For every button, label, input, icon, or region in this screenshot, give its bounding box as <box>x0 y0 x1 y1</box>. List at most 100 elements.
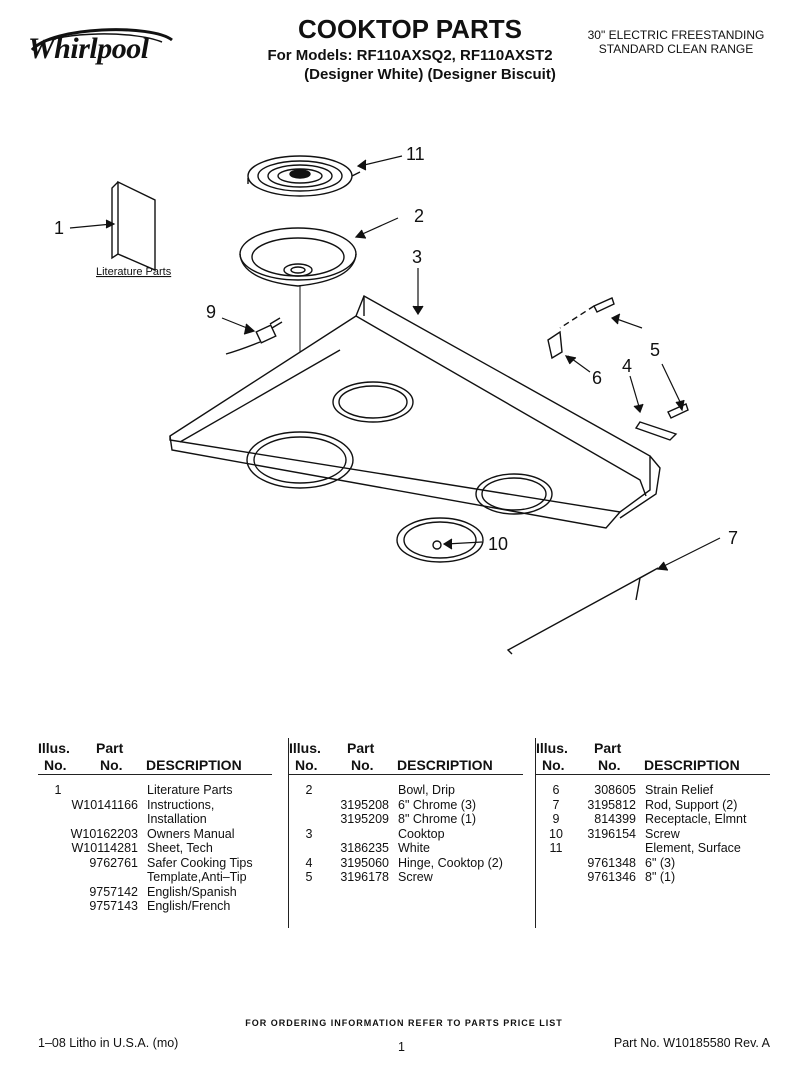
header-description: DESCRIPTION <box>397 757 493 773</box>
description: 6" Chrome (3) <box>398 797 477 812</box>
description: Rod, Support (2) <box>645 797 738 812</box>
description: 6" (3) <box>645 855 676 870</box>
litho-info: 1–08 Litho in U.S.A. (mo) <box>38 1036 179 1050</box>
illus-no: 7 <box>552 797 560 812</box>
part-no: 3195060 <box>340 855 389 870</box>
description: English/Spanish <box>147 884 237 899</box>
table-row: Template,Anti–Tip <box>38 870 272 885</box>
part-no: 3196154 <box>587 826 636 841</box>
part-no: 3186235 <box>340 841 389 855</box>
description: Template,Anti–Tip <box>147 870 247 884</box>
drip-bowl <box>239 227 357 287</box>
header-part-no: No. <box>598 757 621 773</box>
illus-no: 6 <box>552 783 560 797</box>
header-illus-no: No. <box>542 757 565 773</box>
illus-no: 11 <box>549 841 563 855</box>
callout-7: 7 <box>728 528 738 548</box>
page-title: COOKTOP PARTS <box>298 14 522 44</box>
header-part-no: No. <box>100 757 123 773</box>
description: Screw <box>398 870 433 884</box>
header-illus-no: No. <box>44 757 67 773</box>
support-rod <box>506 567 659 655</box>
callout-2: 2 <box>414 206 424 226</box>
illus-no: 10 <box>549 826 563 841</box>
part-no: 3196178 <box>340 870 389 884</box>
header-part: Part <box>347 740 375 756</box>
callout-11: 11 <box>406 144 425 164</box>
table-row: W10141166 Instructions, <box>38 798 272 813</box>
table-header: Illus. No. Part No. DESCRIPTION <box>536 738 770 775</box>
part-no: 9762761 <box>89 855 138 870</box>
page-number: 1 <box>398 1040 405 1054</box>
literature-parts-label: Literature Parts <box>96 266 172 278</box>
callout-1: 1 <box>54 218 64 238</box>
description: 8" (1) <box>645 870 676 884</box>
description: Instructions, <box>147 797 215 812</box>
strain-relief <box>547 330 563 360</box>
header-part: Part <box>594 740 622 756</box>
description: Owners Manual <box>147 826 235 841</box>
part-no: W10141166 <box>71 797 139 812</box>
description: Installation <box>147 812 207 826</box>
cooktop-exploded-diagram: 1 11 2 3 9 5 6 4 7 10 Literature Parts <box>54 144 738 655</box>
description: Receptacle, Elmnt <box>645 812 747 826</box>
header-part-no: No. <box>351 757 374 773</box>
cooktop-hinge <box>634 421 678 441</box>
header-illus: Illus. <box>536 740 568 756</box>
part-no: 9761346 <box>587 870 636 884</box>
illus-no: 3 <box>305 826 313 841</box>
ordering-note: FOR ORDERING INFORMATION REFER TO PARTS … <box>245 1018 563 1028</box>
table-row: 9761346 8" (1) <box>536 870 770 885</box>
description: Cooktop <box>398 826 445 841</box>
table-row: 9762761 Safer Cooking Tips <box>38 856 272 871</box>
part-no: 3195812 <box>587 797 636 812</box>
table-row: 9757143 English/French <box>38 899 272 914</box>
cooktop-body <box>169 294 661 563</box>
illus-no: 2 <box>305 783 313 797</box>
header-description: DESCRIPTION <box>146 757 242 773</box>
callout-10: 10 <box>488 534 508 554</box>
description: Element, Surface <box>645 841 741 855</box>
header-part: Part <box>96 740 124 756</box>
illus-no: 4 <box>305 855 313 870</box>
description: Strain Relief <box>645 783 714 797</box>
part-no: 9757143 <box>89 899 138 913</box>
part-no: W10114281 <box>71 841 139 855</box>
whirlpool-swirl-logo <box>30 28 173 52</box>
part-no: 9757142 <box>89 884 138 899</box>
description: Safer Cooking Tips <box>147 855 253 870</box>
table-row: 2 Bowl, Drip <box>289 783 523 798</box>
models-line-2: (Designer White) (Designer Biscuit) <box>304 66 556 83</box>
callout-5: 5 <box>650 340 660 360</box>
literature-booklet <box>111 180 156 272</box>
description: Bowl, Drip <box>398 783 455 797</box>
callout-3: 3 <box>412 247 422 267</box>
description: 8" Chrome (1) <box>398 812 477 826</box>
receptacle <box>225 317 283 355</box>
subtitle-line-1: 30" ELECTRIC FREESTANDING <box>587 28 765 42</box>
callout-6: 6 <box>592 368 602 388</box>
callout-4: 4 <box>622 356 632 376</box>
range-type: 30" ELECTRIC FREESTANDING STANDARD CLEAN… <box>566 28 786 56</box>
header-illus-no: No. <box>295 757 318 773</box>
table-row: 3186235 White <box>289 841 523 856</box>
description: White <box>398 841 430 855</box>
description: English/French <box>147 899 231 913</box>
illus-no: 9 <box>552 812 560 826</box>
models-line-1: For Models: RF110AXSQ2, RF110AXST2 <box>267 47 553 64</box>
leader-lines <box>69 155 721 571</box>
surface-element <box>247 155 361 197</box>
